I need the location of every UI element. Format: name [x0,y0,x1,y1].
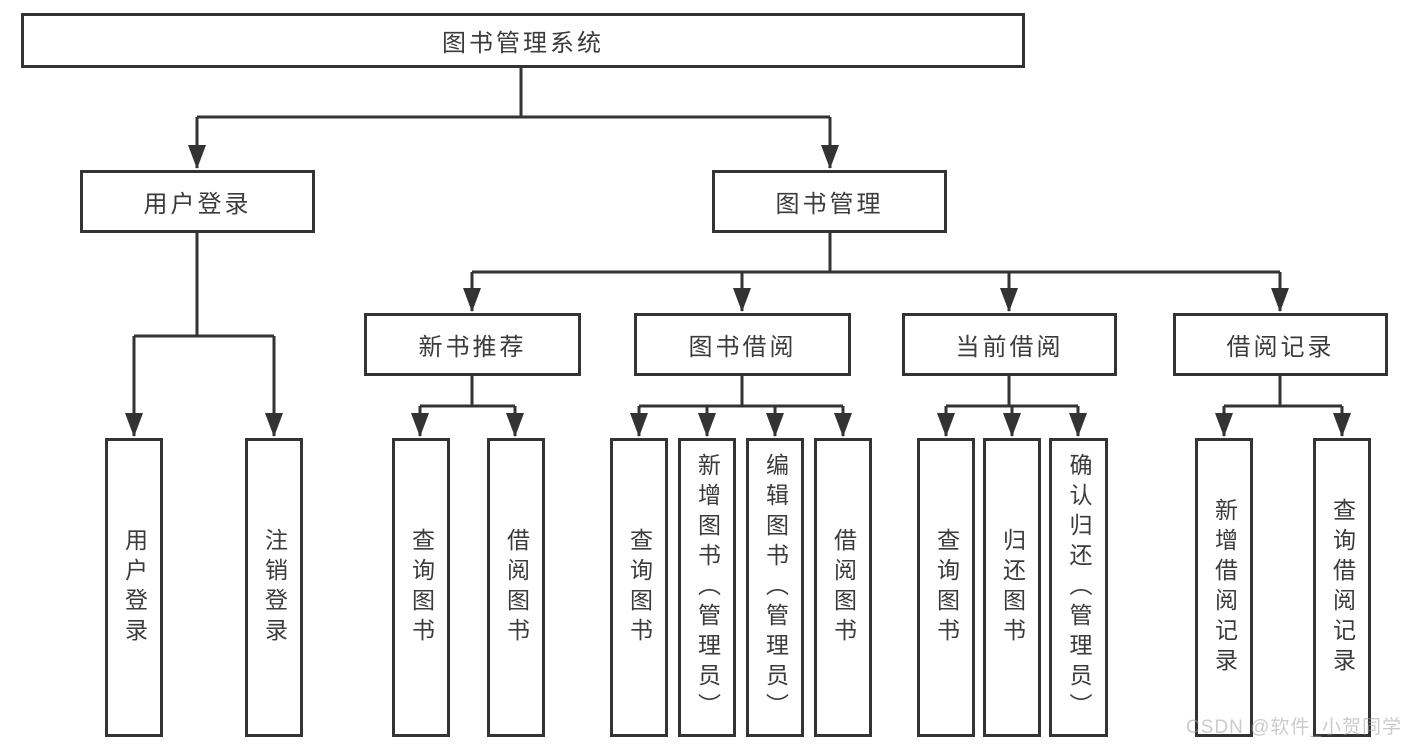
node-borrowing-records: 借阅记录 [1173,313,1388,376]
leaf-edit-books-admin: 编辑图书（管理员） [746,438,804,737]
node-book-management: 图书管理 [712,170,947,233]
leaf-user-login: 用户登录 [105,438,163,737]
leaf-borrow-books-borrowing: 借阅图书 [814,438,872,737]
leaf-return-books: 归还图书 [983,438,1041,737]
leaf-query-books-recommend: 查询图书 [392,438,450,737]
leaf-borrow-books-recommend: 借阅图书 [487,438,545,737]
leaf-query-borrow-record: 查询借阅记录 [1313,438,1371,737]
node-current-borrowing: 当前借阅 [902,313,1117,376]
node-root: 图书管理系统 [21,13,1025,68]
node-book-borrowing: 图书借阅 [634,313,851,376]
leaf-confirm-return-admin: 确认归还（管理员） [1049,438,1108,737]
leaf-query-books-borrowing: 查询图书 [610,438,668,737]
node-user-login: 用户登录 [80,170,315,233]
leaf-add-books-admin: 新增图书（管理员） [678,438,736,737]
leaf-query-books-current: 查询图书 [917,438,975,737]
watermark: CSDN @软件_小贺同学 [1186,717,1402,738]
leaf-logout-login: 注销登录 [245,438,303,737]
leaf-add-borrow-record: 新增借阅记录 [1195,438,1253,737]
node-new-book-recommendation: 新书推荐 [364,313,581,376]
